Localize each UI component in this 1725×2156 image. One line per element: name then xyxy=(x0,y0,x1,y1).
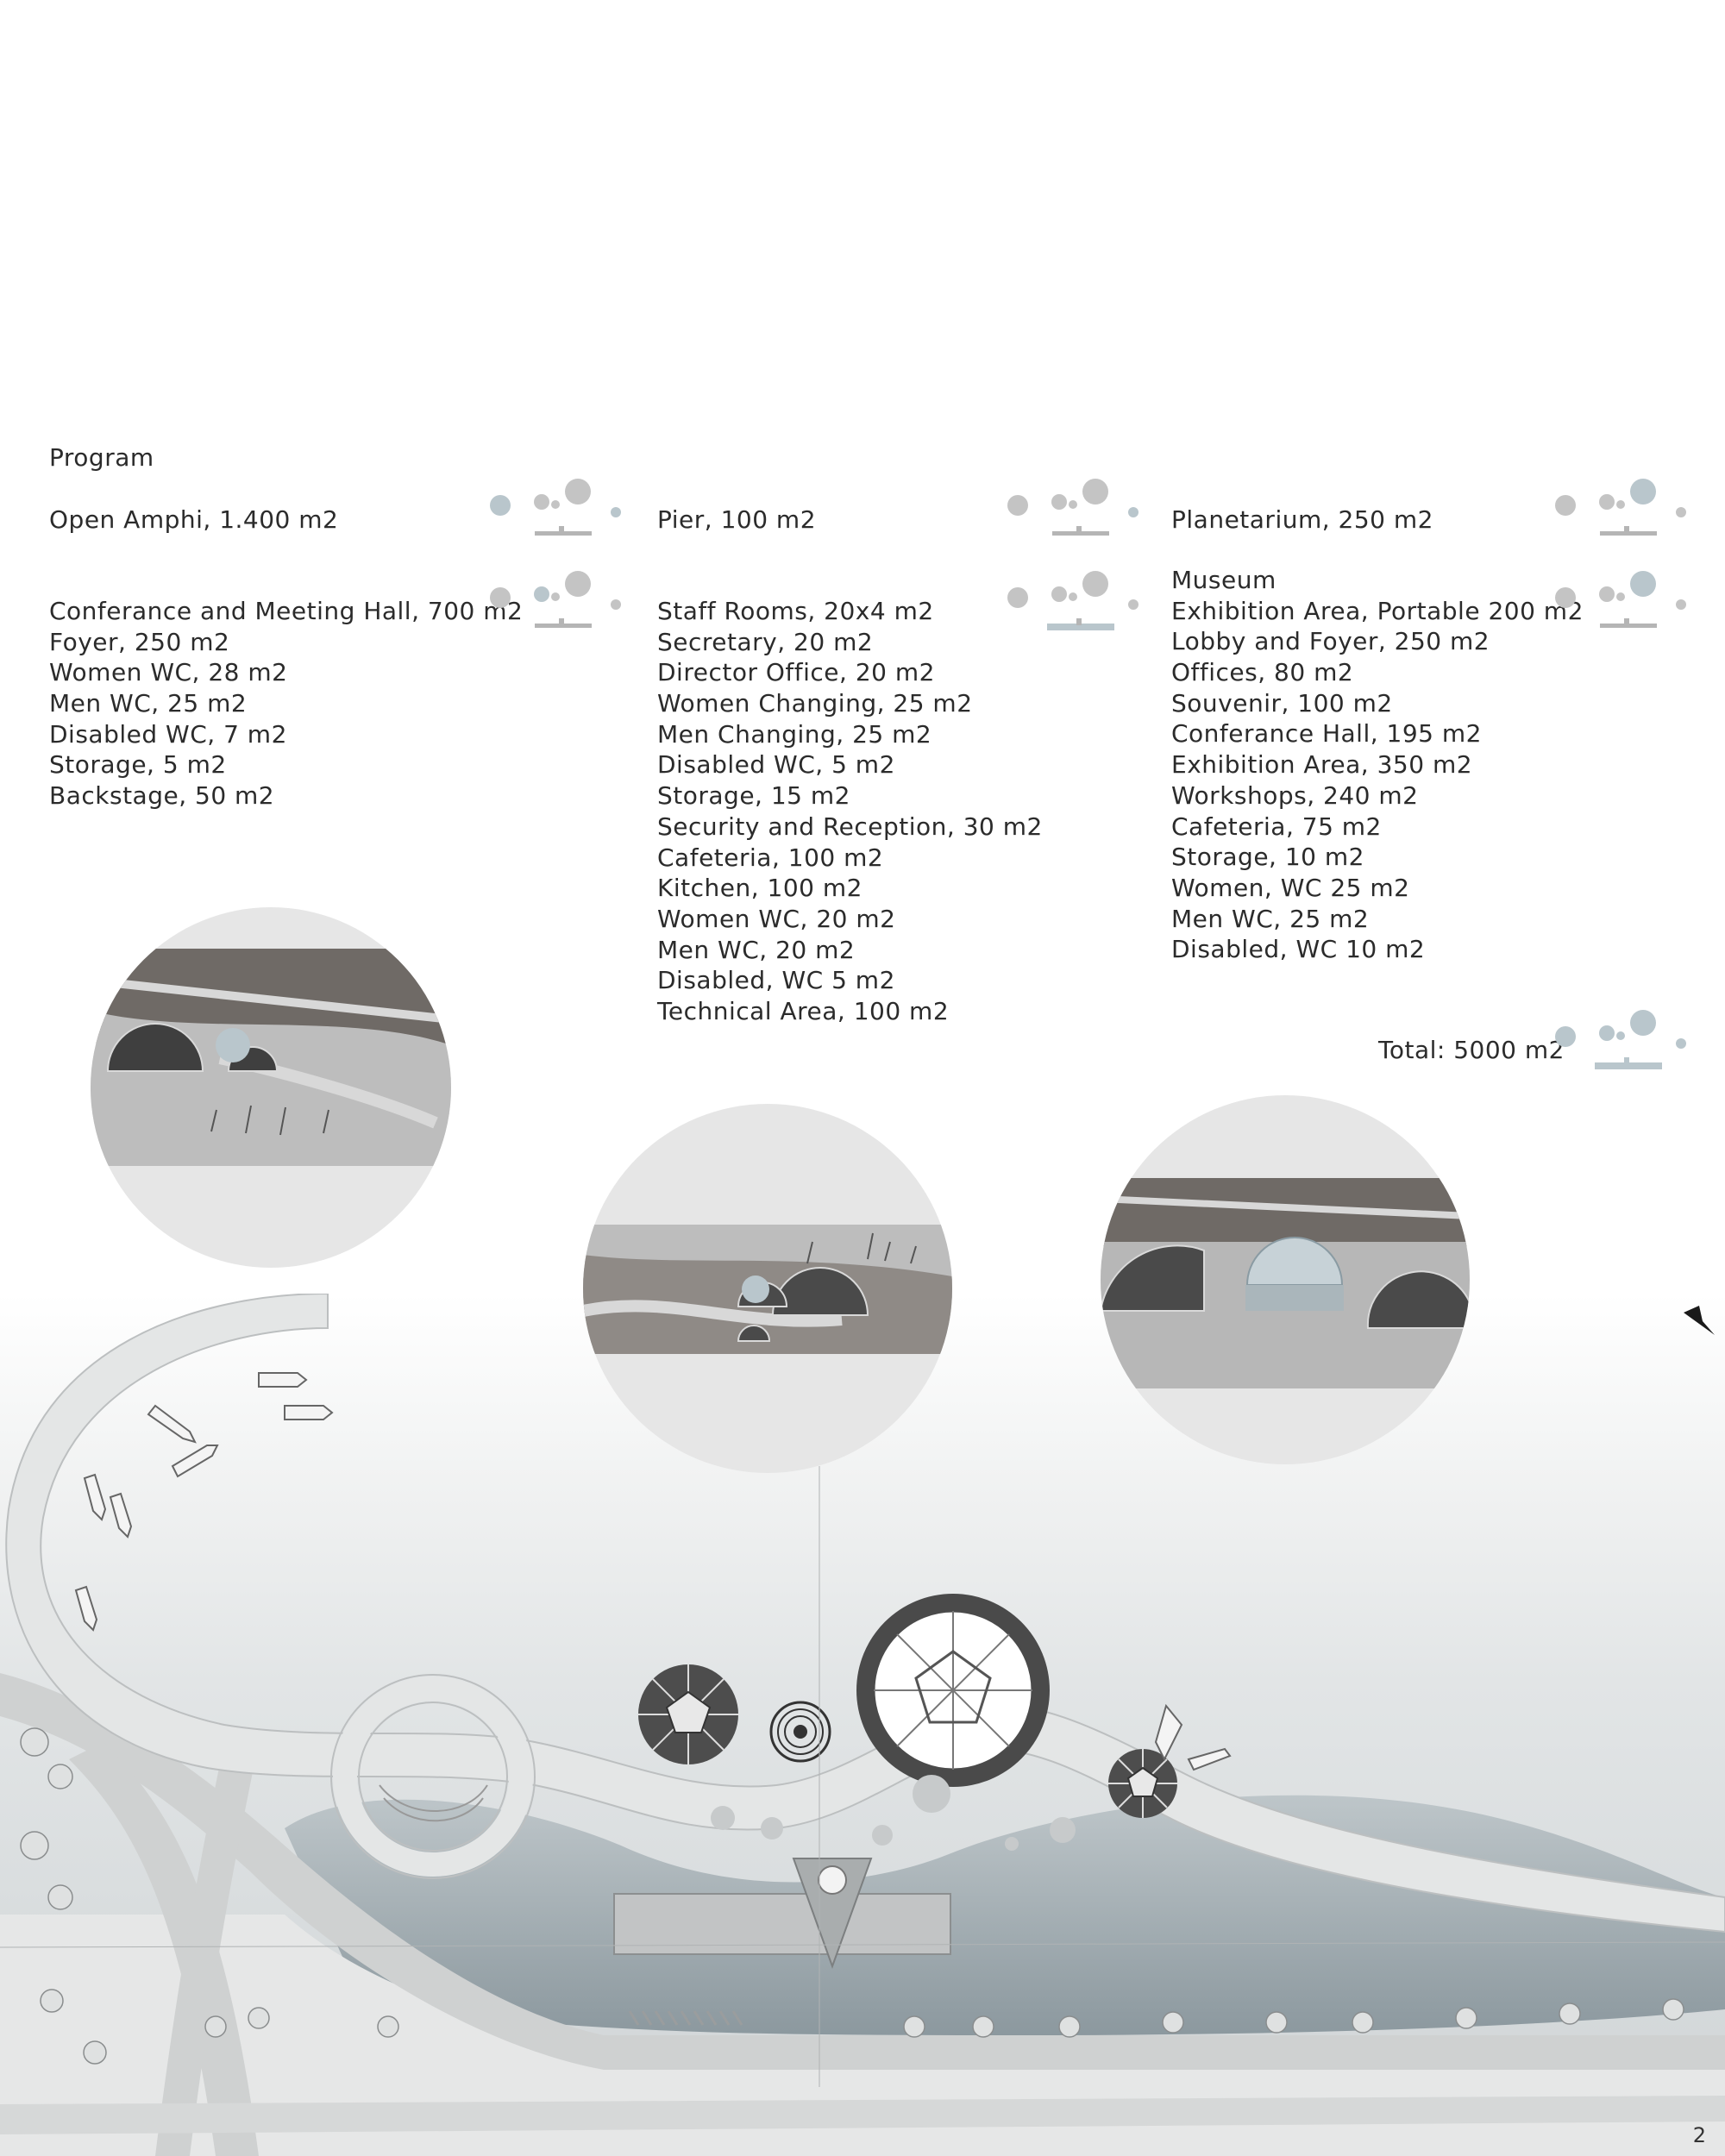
museum-program-list: Museum Exhibition Area, Portable 200 m2 … xyxy=(1171,565,1584,965)
render-view-circle xyxy=(91,907,451,1268)
list-item: Lobby and Foyer, 250 m2 xyxy=(1171,627,1490,656)
road xyxy=(0,1673,1725,2070)
bubble-diagram-icon xyxy=(490,479,621,536)
staff-program-list: Staff Rooms, 20x4 m2 Secretary, 20 m2 Di… xyxy=(657,596,1043,1027)
geodesic-dome-large xyxy=(856,1594,1050,1787)
list-item: Men WC, 20 m2 xyxy=(657,935,856,964)
render-view-circle xyxy=(583,1104,952,1473)
list-item: Souvenir, 100 m2 xyxy=(1171,688,1393,718)
render-image xyxy=(583,1225,952,1354)
render-image xyxy=(91,949,451,1166)
site-plan xyxy=(0,1294,1725,2156)
road xyxy=(155,1742,259,2156)
list-item: Secretary, 20 m2 xyxy=(657,627,874,656)
geodesic-dome-small xyxy=(1108,1749,1177,1818)
list-item: Disabled, WC 5 m2 xyxy=(657,966,895,995)
geodesic-dome-medium xyxy=(638,1664,738,1764)
list-item: Workshops, 240 m2 xyxy=(1171,780,1419,810)
list-item: Storage, 15 m2 xyxy=(657,781,850,811)
list-item: Women WC, 20 m2 xyxy=(657,904,896,933)
list-item: Backstage, 50 m2 xyxy=(49,781,275,811)
list-item: Women, WC 25 m2 xyxy=(1171,873,1410,902)
list-item: Men WC, 25 m2 xyxy=(49,689,248,718)
boat xyxy=(284,1405,334,1420)
bubble-diagram-icon xyxy=(490,571,621,628)
list-item: Museum xyxy=(1171,566,1276,594)
boat xyxy=(83,1473,107,1521)
list-item: Men Changing, 25 m2 xyxy=(657,719,932,749)
program-title: Program xyxy=(49,443,154,472)
list-item: Men WC, 25 m2 xyxy=(1171,904,1370,933)
bubble-diagram-icon xyxy=(1555,1010,1686,1069)
list-item: Conferance and Meeting Hall, 700 m2 xyxy=(49,597,524,625)
list-item: Director Office, 20 m2 xyxy=(657,658,935,687)
list-item: Cafeteria, 100 m2 xyxy=(657,843,884,872)
list-item: Exhibition Area, 350 m2 xyxy=(1171,750,1473,780)
list-item: Technical Area, 100 m2 xyxy=(657,996,950,1025)
pier-label: Pier, 100 m2 xyxy=(657,505,817,534)
amphi-label: Open Amphi, 1.400 m2 xyxy=(49,505,339,534)
road xyxy=(69,1742,259,2156)
list-item: Disabled WC, 7 m2 xyxy=(49,719,287,749)
boat xyxy=(109,1492,133,1539)
list-item: Foyer, 250 m2 xyxy=(49,627,230,656)
list-item: Cafeteria, 75 m2 xyxy=(1171,812,1382,841)
central-building xyxy=(613,1893,951,1955)
list-item: Storage, 10 m2 xyxy=(1171,843,1364,872)
list-item: Offices, 80 m2 xyxy=(1171,658,1354,687)
boat xyxy=(147,1404,197,1444)
amphi-ring xyxy=(333,1677,533,1877)
boat xyxy=(171,1445,219,1478)
total-area: Total: 5000 m2 xyxy=(1378,1036,1565,1064)
boat xyxy=(74,1585,98,1632)
list-item: Storage, 5 m2 xyxy=(49,750,227,780)
bubble-diagram-icon xyxy=(1007,571,1138,630)
road xyxy=(0,2096,1725,2134)
list-item: Security and Reception, 30 m2 xyxy=(657,812,1043,841)
list-item: Exhibition Area, Portable 200 m2 xyxy=(1171,596,1584,625)
hall-program-list: Conferance and Meeting Hall, 700 m2 Foye… xyxy=(49,596,523,812)
bubble-diagram-icon xyxy=(1555,571,1686,628)
page-number: 2 xyxy=(1692,2123,1706,2147)
list-item: Disabled WC, 5 m2 xyxy=(657,750,895,780)
list-item: Women WC, 28 m2 xyxy=(49,658,288,687)
list-item: Women Changing, 25 m2 xyxy=(657,689,973,718)
entrance-wedge xyxy=(792,1858,873,1969)
north-arrow-icon xyxy=(1684,1306,1715,1335)
list-item: Kitchen, 100 m2 xyxy=(657,874,862,903)
boat xyxy=(258,1372,308,1388)
render-image xyxy=(1101,1178,1470,1388)
planetarium-plan xyxy=(769,1701,831,1763)
planetarium-label: Planetarium, 250 m2 xyxy=(1171,505,1433,534)
bubble-diagram-icon xyxy=(1007,479,1138,536)
list-item: Staff Rooms, 20x4 m2 xyxy=(657,597,934,625)
list-item: Conferance Hall, 195 m2 xyxy=(1171,719,1482,749)
bubble-diagram-icon xyxy=(1555,479,1686,536)
boat xyxy=(1154,1703,1183,1762)
render-view-circle xyxy=(1101,1095,1470,1464)
list-item: Disabled, WC 10 m2 xyxy=(1171,935,1426,964)
pier-promenade xyxy=(5,1294,1725,1934)
boat xyxy=(1187,1747,1232,1771)
